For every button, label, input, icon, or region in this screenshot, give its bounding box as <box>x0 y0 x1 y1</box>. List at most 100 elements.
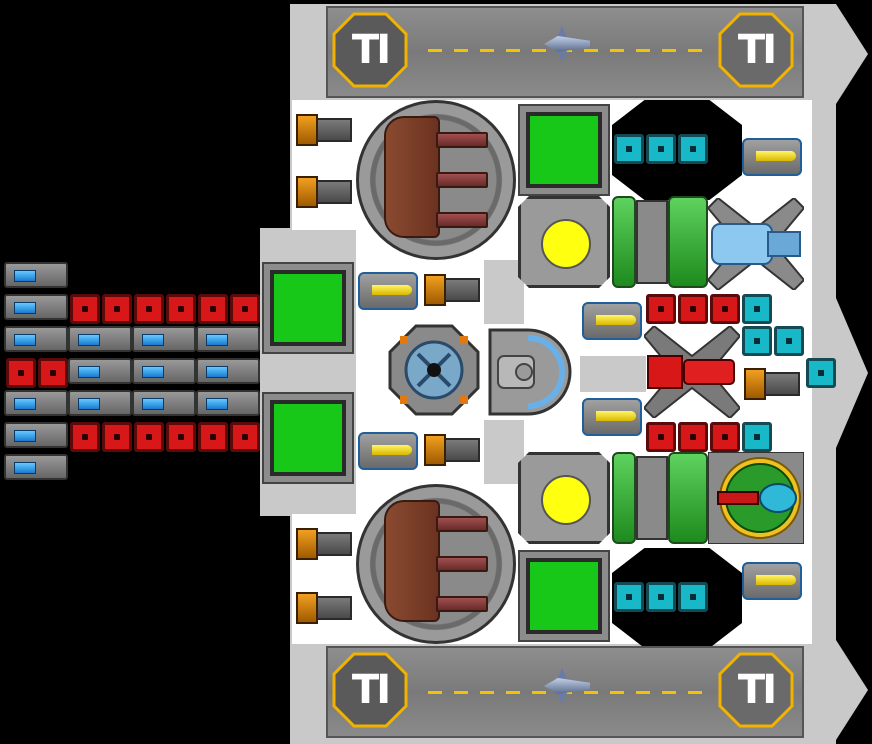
thruster-engine[interactable] <box>196 390 260 416</box>
launch-pad-bottom-right-label: TI <box>737 667 777 713</box>
armor-block[interactable] <box>678 294 708 324</box>
power-core-bottom[interactable] <box>526 558 602 634</box>
armor-block[interactable] <box>102 294 132 324</box>
shield-block[interactable] <box>678 134 708 164</box>
thruster-engine[interactable] <box>196 326 260 352</box>
thruster-engine[interactable] <box>4 454 68 480</box>
launch-pad-top-left-label: TI <box>351 27 391 73</box>
thruster-engine[interactable] <box>132 326 196 352</box>
launch-pad-bottom-left[interactable] <box>332 652 408 728</box>
armor-block[interactable] <box>710 422 740 452</box>
autocannon-top-2[interactable] <box>296 172 356 212</box>
armor-block[interactable] <box>6 358 36 388</box>
blaster-gun-right-top[interactable] <box>742 138 802 176</box>
hull-nose-top <box>836 4 868 104</box>
thruster-engine[interactable] <box>68 326 132 352</box>
hull-nose-bottom <box>836 640 868 740</box>
red-heavy-turret-icon[interactable] <box>644 326 740 418</box>
thruster-engine[interactable] <box>4 294 68 320</box>
plate-mid-1 <box>484 260 524 324</box>
runway-lane-top <box>428 49 710 52</box>
shield-block[interactable] <box>614 134 644 164</box>
armor-block[interactable] <box>134 294 164 324</box>
shield-block[interactable] <box>646 134 676 164</box>
armor-block[interactable] <box>134 422 164 452</box>
launch-pad-bottom-left-label: TI <box>351 667 391 713</box>
cannon-barrel-icon <box>436 516 488 532</box>
power-core-left-upper[interactable] <box>270 270 346 346</box>
shield-block[interactable] <box>646 582 676 612</box>
autocannon-bottom-1[interactable] <box>296 524 356 564</box>
thruster-engine[interactable] <box>196 358 260 384</box>
shield-block[interactable] <box>614 582 644 612</box>
autocannon-top-1[interactable] <box>296 110 356 150</box>
fighter-ship-icon[interactable] <box>536 26 592 62</box>
runway-lane-bottom <box>428 691 710 694</box>
armor-block[interactable] <box>198 294 228 324</box>
green-plasma-turret-icon[interactable] <box>708 452 804 544</box>
coolant-pipe-bottom-a <box>612 452 636 544</box>
power-core-top[interactable] <box>526 112 602 188</box>
armor-block[interactable] <box>70 422 100 452</box>
cannon-barrel-icon <box>436 172 488 188</box>
armor-block[interactable] <box>38 358 68 388</box>
blue-cryo-turret-icon[interactable] <box>708 198 804 290</box>
thruster-engine[interactable] <box>4 262 68 288</box>
blaster-gun-left-lower[interactable] <box>358 432 418 470</box>
thruster-engine[interactable] <box>68 358 132 384</box>
blaster-gun-right-bottom[interactable] <box>742 562 802 600</box>
shield-block[interactable] <box>742 422 772 452</box>
reactor-core-icon <box>541 475 591 525</box>
yellow-reactor-top[interactable] <box>518 196 610 288</box>
thruster-engine[interactable] <box>4 422 68 448</box>
armor-block[interactable] <box>166 422 196 452</box>
coolant-pipe-bottom-b <box>668 452 708 544</box>
autocannon-bottom-2[interactable] <box>296 588 356 628</box>
autocannon-left-upper[interactable] <box>424 270 484 310</box>
armor-block[interactable] <box>198 422 228 452</box>
shield-block[interactable] <box>742 326 772 356</box>
plate-mid-3 <box>580 356 646 392</box>
pipe-bracket-bottom <box>636 456 668 540</box>
launch-pad-top-left[interactable] <box>332 12 408 88</box>
main-cannon-housing-top <box>384 116 440 238</box>
autocannon-right-mid[interactable] <box>744 364 804 404</box>
blue-coil-turret-icon[interactable] <box>484 328 576 416</box>
launch-pad-top-right[interactable] <box>718 12 794 88</box>
main-cannon-housing-bottom <box>384 500 440 622</box>
power-core-left-lower[interactable] <box>270 400 346 476</box>
armor-block[interactable] <box>102 422 132 452</box>
reactor-core-icon <box>541 219 591 269</box>
blue-hex-reactor-icon[interactable] <box>388 324 480 416</box>
pipe-bracket-top <box>636 200 668 284</box>
thruster-engine[interactable] <box>68 390 132 416</box>
blaster-gun-mid-lower[interactable] <box>582 398 642 436</box>
fighter-ship-icon[interactable] <box>536 668 592 704</box>
blaster-gun-left-upper[interactable] <box>358 272 418 310</box>
cannon-barrel-icon <box>436 212 488 228</box>
armor-block[interactable] <box>166 294 196 324</box>
shield-block[interactable] <box>774 326 804 356</box>
thruster-engine[interactable] <box>132 358 196 384</box>
thruster-engine[interactable] <box>4 326 68 352</box>
thruster-engine[interactable] <box>132 390 196 416</box>
shield-block[interactable] <box>678 582 708 612</box>
launch-pad-top-right-label: TI <box>737 27 777 73</box>
armor-block[interactable] <box>678 422 708 452</box>
armor-block[interactable] <box>646 294 676 324</box>
armor-block[interactable] <box>230 422 260 452</box>
blaster-gun-mid-upper[interactable] <box>582 302 642 340</box>
armor-block[interactable] <box>710 294 740 324</box>
armor-block[interactable] <box>646 422 676 452</box>
armor-block[interactable] <box>70 294 100 324</box>
yellow-reactor-bottom[interactable] <box>518 452 610 544</box>
shield-block[interactable] <box>742 294 772 324</box>
shield-block[interactable] <box>806 358 836 388</box>
launch-pad-bottom-right[interactable] <box>718 652 794 728</box>
cannon-barrel-icon <box>436 132 488 148</box>
autocannon-left-lower[interactable] <box>424 430 484 470</box>
thruster-engine[interactable] <box>4 390 68 416</box>
coolant-pipe-top-a <box>612 196 636 288</box>
armor-block[interactable] <box>230 294 260 324</box>
